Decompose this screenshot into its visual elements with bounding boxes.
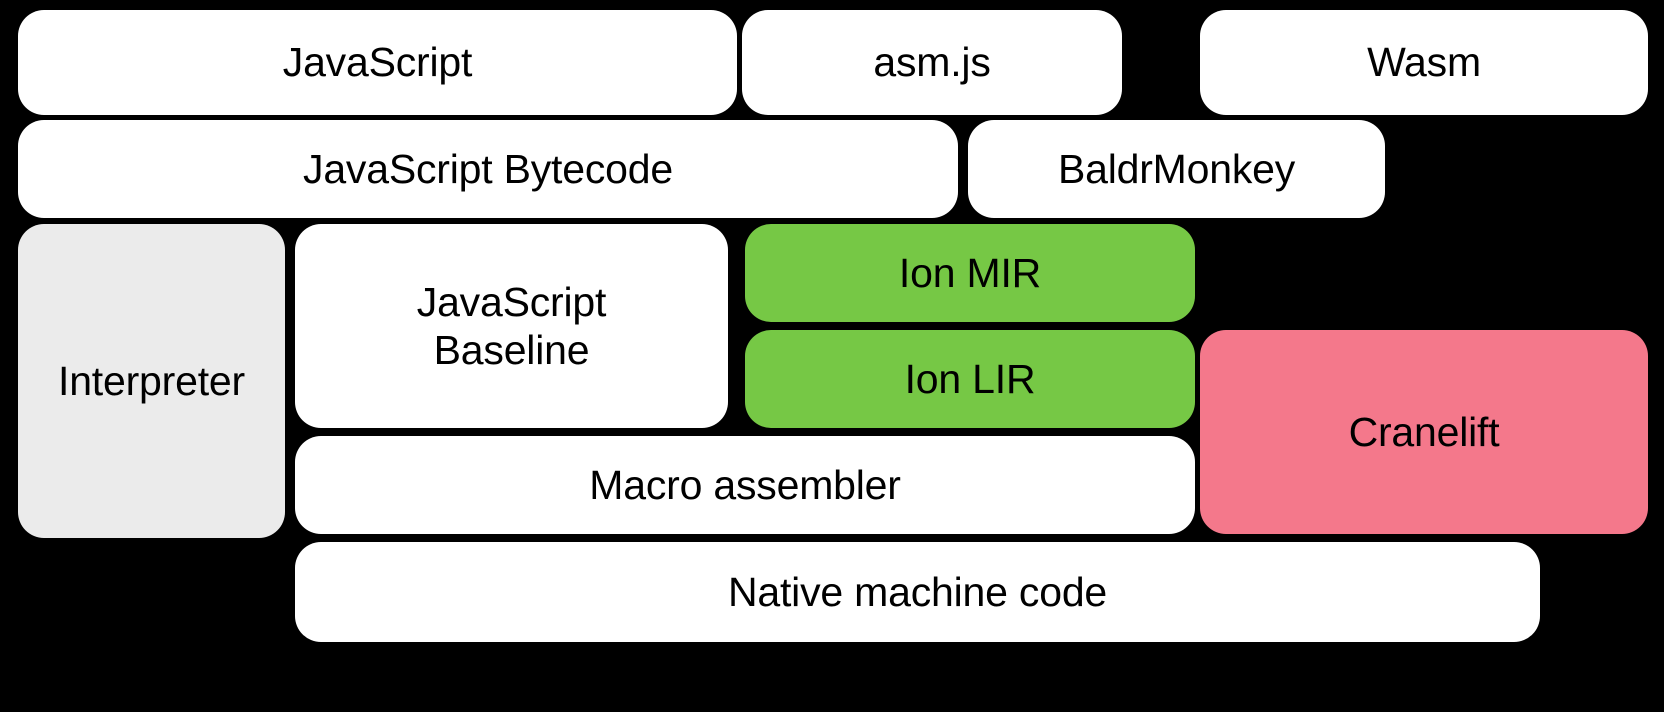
node-ion-lir: Ion LIR — [745, 330, 1195, 428]
node-baldrmonkey: BaldrMonkey — [968, 120, 1385, 218]
node-javascript-bytecode: JavaScript Bytecode — [18, 120, 958, 218]
node-asmjs: asm.js — [742, 10, 1122, 115]
node-interpreter: Interpreter — [18, 224, 285, 538]
node-javascript: JavaScript — [18, 10, 737, 115]
node-javascript-baseline: JavaScript Baseline — [295, 224, 728, 428]
node-ion-mir: Ion MIR — [745, 224, 1195, 322]
node-wasm: Wasm — [1200, 10, 1648, 115]
node-cranelift: Cranelift — [1200, 330, 1648, 534]
node-macro-assembler: Macro assembler — [295, 436, 1195, 534]
node-native-machine-code: Native machine code — [295, 542, 1540, 642]
